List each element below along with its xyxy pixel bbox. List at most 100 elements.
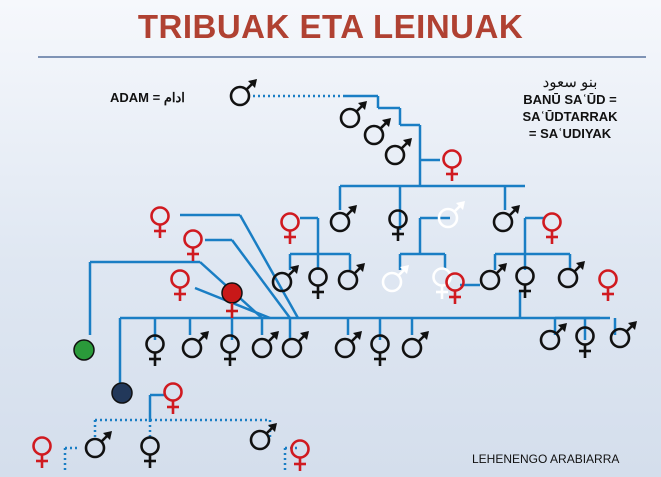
- male-circle: [557, 267, 579, 289]
- male-circle: [437, 207, 459, 229]
- male-circle: [329, 211, 351, 233]
- male-circle: [271, 271, 293, 293]
- navy-filled-dot: [111, 382, 133, 404]
- male-arrow-head: [348, 205, 357, 214]
- female-circle: [163, 382, 183, 402]
- male-symbol: [334, 331, 362, 359]
- saud-line-3: = SAʿUDIYAK: [528, 126, 612, 141]
- male-symbol: [401, 331, 429, 359]
- male-circle: [539, 329, 561, 351]
- male-arrow-head: [558, 323, 567, 332]
- female-symbol: [145, 334, 165, 366]
- female-circle: [32, 436, 52, 456]
- male-arrow-head: [511, 205, 520, 214]
- saud-line-1: BANŪ SAʿŪD =: [523, 92, 617, 107]
- female-symbol: [140, 436, 160, 468]
- male-circle: [337, 269, 359, 291]
- male-symbol: [337, 263, 365, 291]
- male-symbol: [329, 205, 357, 233]
- male-circle: [229, 85, 251, 107]
- male-arrow-head: [628, 321, 637, 330]
- male-arrow-head: [103, 431, 112, 440]
- saud-line-2: SAʿŪDTARRAK: [522, 109, 618, 124]
- female-symbol: [183, 229, 203, 261]
- male-arrow-head: [356, 263, 365, 272]
- female-symbol: [280, 212, 300, 244]
- female-circle: [515, 266, 535, 286]
- male-circle: [381, 271, 403, 293]
- male-circle: [334, 337, 356, 359]
- female-symbol: [542, 212, 562, 244]
- male-symbol: [271, 265, 299, 293]
- female-symbol: [308, 267, 328, 299]
- female-symbol: [445, 272, 465, 304]
- male-symbol: [609, 321, 637, 349]
- male-circle: [609, 327, 631, 349]
- male-symbol: [229, 79, 257, 107]
- female-circle: [150, 206, 170, 226]
- male-circle: [251, 337, 273, 359]
- female-symbol: [370, 334, 390, 366]
- female-circle: [388, 209, 408, 229]
- male-arrow-head: [290, 265, 299, 274]
- male-symbol: [557, 261, 585, 289]
- male-circle: [84, 437, 106, 459]
- male-arrow-head: [268, 423, 277, 432]
- connector-line: [238, 214, 300, 319]
- female-symbol: [220, 334, 240, 366]
- female-circle: [220, 334, 240, 354]
- slide-title: TRIBUAK ETA LEINUAK: [137, 8, 524, 45]
- male-arrow-head: [358, 101, 367, 110]
- female-symbol: [442, 149, 462, 181]
- male-circle: [479, 269, 501, 291]
- saud-arabic: بنو سعود: [542, 74, 598, 91]
- male-circle: [401, 337, 423, 359]
- female-symbol: [170, 269, 190, 301]
- female-circle: [442, 149, 462, 169]
- male-circle: [181, 337, 203, 359]
- female-circle: [290, 439, 310, 459]
- tree-lines: [63, 94, 617, 470]
- male-circle: [339, 107, 361, 129]
- female-circle: [598, 269, 618, 289]
- female-circle: [183, 229, 203, 249]
- male-arrow-head: [200, 331, 209, 340]
- male-circle: [281, 337, 303, 359]
- male-symbol: [437, 201, 465, 229]
- adam-label: ADAM = ادام: [110, 90, 185, 105]
- male-symbol: [479, 263, 507, 291]
- male-arrow-head: [353, 331, 362, 340]
- male-arrow-head: [400, 265, 409, 274]
- male-symbol: [381, 265, 409, 293]
- red-filled-dot: [221, 282, 243, 304]
- male-arrow-head: [576, 261, 585, 270]
- male-symbol: [363, 118, 391, 146]
- male-symbol: [539, 323, 567, 351]
- male-arrow-head: [382, 118, 391, 127]
- male-arrow-head: [270, 331, 279, 340]
- male-arrow-head: [456, 201, 465, 210]
- saud-label: بنو سعود BANŪ SAʿŪD = SAʿŪDTARRAK = SAʿU…: [505, 74, 635, 142]
- green-filled-dot: [73, 339, 95, 361]
- male-arrow-head: [420, 331, 429, 340]
- male-symbol: [492, 205, 520, 233]
- title-underline: [38, 56, 646, 58]
- female-circle: [140, 436, 160, 456]
- male-symbol: [281, 331, 309, 359]
- male-symbol: [251, 331, 279, 359]
- female-symbol: [388, 209, 408, 241]
- male-circle: [363, 124, 385, 146]
- male-circle: [249, 429, 271, 451]
- female-symbol: [32, 436, 52, 468]
- female-symbol: [575, 326, 595, 358]
- female-symbol: [515, 266, 535, 298]
- male-symbol: [339, 101, 367, 129]
- male-arrow-head: [403, 138, 412, 147]
- female-symbol: [598, 269, 618, 301]
- connector-line: [230, 239, 292, 319]
- male-symbol: [181, 331, 209, 359]
- female-circle: [308, 267, 328, 287]
- female-circle: [542, 212, 562, 232]
- female-symbol: [163, 382, 183, 414]
